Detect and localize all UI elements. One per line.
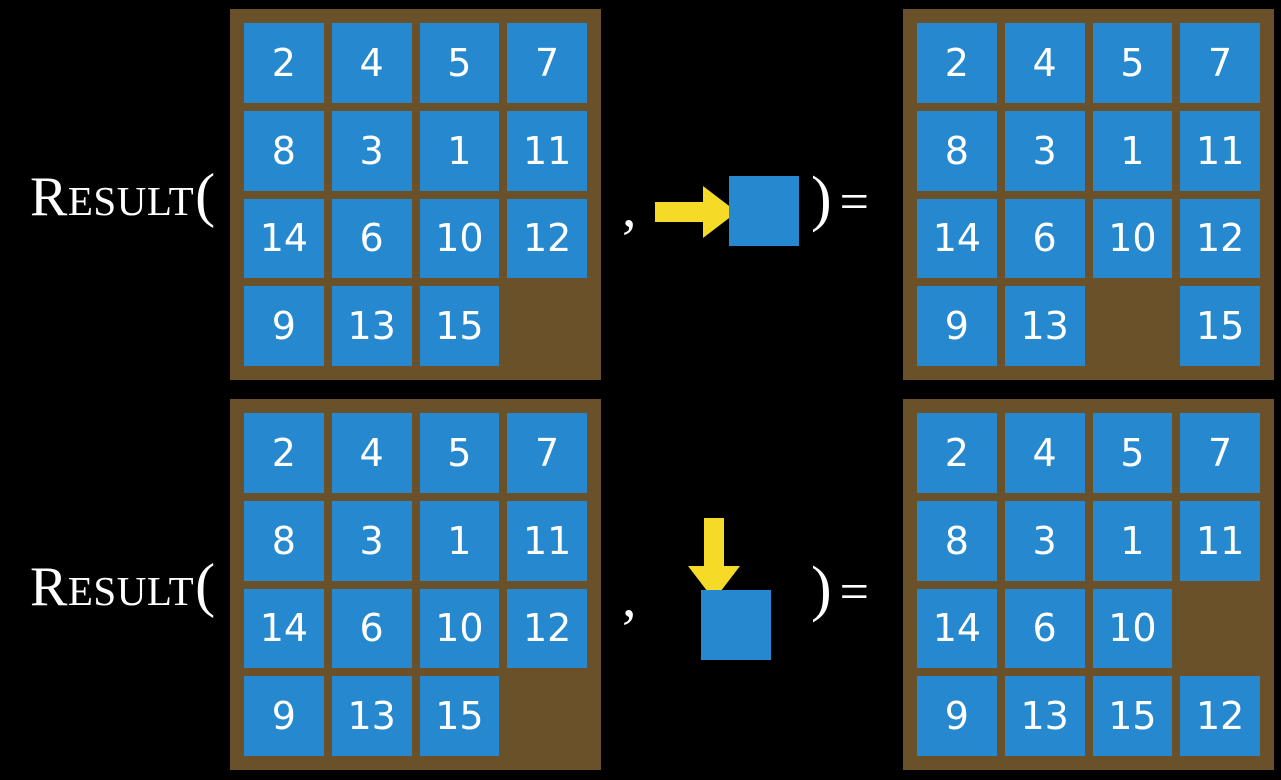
board-cell[interactable]: 14 xyxy=(917,198,997,279)
board-cell[interactable]: 12 xyxy=(507,588,587,669)
board-cell[interactable]: 8 xyxy=(917,110,997,191)
result-label-open-paren: ( xyxy=(195,162,216,228)
equation-down-move: RESULT( 2 4 5 7 8 3 1 11 14 6 10 12 9 13… xyxy=(0,390,1281,780)
argument-separator-comma: , xyxy=(622,174,637,239)
board-cell[interactable]: 7 xyxy=(1180,23,1260,103)
move-direction-tile[interactable] xyxy=(729,176,799,246)
output-board: 2 4 5 7 8 3 1 11 14 6 10 12 9 13 15 xyxy=(903,9,1274,380)
board-cell[interactable]: 2 xyxy=(917,413,997,493)
input-board: 2 4 5 7 8 3 1 11 14 6 10 12 9 13 15 xyxy=(230,399,601,770)
board-cell[interactable]: 1 xyxy=(1092,500,1173,581)
board-cell[interactable]: 11 xyxy=(507,500,587,581)
board-cell-blank[interactable] xyxy=(507,676,587,756)
board-cell-blank[interactable] xyxy=(507,286,587,366)
board-cell[interactable]: 4 xyxy=(1004,23,1085,103)
equation-right-move: RESULT( 2 4 5 7 8 3 1 11 14 6 10 12 9 13… xyxy=(30,0,1274,390)
board-cell[interactable]: 10 xyxy=(419,588,500,669)
board-cell[interactable]: 14 xyxy=(244,588,324,669)
argument-separator-comma: , xyxy=(622,564,637,629)
board-cell[interactable]: 2 xyxy=(244,413,324,493)
board-cell-blank[interactable] xyxy=(1093,286,1173,366)
board-cell[interactable]: 1 xyxy=(1092,110,1173,191)
board-cell[interactable]: 12 xyxy=(507,198,587,279)
board-cell[interactable]: 9 xyxy=(917,676,997,756)
board-cell[interactable]: 13 xyxy=(331,676,412,756)
board-grid: 2 4 5 7 8 3 1 11 14 6 10 12 9 13 15 xyxy=(917,23,1260,366)
board-cell[interactable]: 15 xyxy=(419,676,500,756)
board-cell[interactable]: 7 xyxy=(507,23,587,103)
board-cell[interactable]: 13 xyxy=(331,286,412,366)
board-cell[interactable]: 4 xyxy=(331,23,412,103)
board-grid: 2 4 5 7 8 3 1 11 14 6 10 12 9 13 15 xyxy=(244,413,587,756)
input-board: 2 4 5 7 8 3 1 11 14 6 10 12 9 13 15 xyxy=(230,9,601,380)
arrow-right-icon xyxy=(655,186,737,238)
board-cell[interactable]: 2 xyxy=(917,23,997,103)
equation-closing: )= xyxy=(811,168,869,230)
equals-sign: = xyxy=(839,564,869,621)
board-cell[interactable]: 2 xyxy=(244,23,324,103)
operator-area: , )= xyxy=(600,0,900,390)
board-cell[interactable]: 14 xyxy=(917,588,997,669)
board-cell[interactable]: 12 xyxy=(1180,676,1260,756)
board-cell[interactable]: 10 xyxy=(1092,588,1173,669)
board-cell[interactable]: 7 xyxy=(507,413,587,493)
board-cell[interactable]: 8 xyxy=(244,110,324,191)
result-label-rest: ESULT xyxy=(67,178,195,224)
board-cell[interactable]: 8 xyxy=(244,500,324,581)
board-cell[interactable]: 4 xyxy=(1004,413,1085,493)
board-cell[interactable]: 1 xyxy=(419,500,500,581)
board-cell[interactable]: 6 xyxy=(331,198,412,279)
board-cell[interactable]: 9 xyxy=(244,286,324,366)
board-cell[interactable]: 15 xyxy=(1092,676,1173,756)
board-cell[interactable]: 8 xyxy=(917,500,997,581)
output-board: 2 4 5 7 8 3 1 11 14 6 10 9 13 15 12 xyxy=(903,399,1274,770)
board-cell[interactable]: 3 xyxy=(331,110,412,191)
board-cell[interactable]: 5 xyxy=(419,23,500,103)
board-cell[interactable]: 6 xyxy=(1004,588,1085,669)
board-cell[interactable]: 3 xyxy=(1004,110,1085,191)
board-cell[interactable]: 3 xyxy=(331,500,412,581)
board-cell[interactable]: 13 xyxy=(1004,286,1085,366)
equation-closing: )= xyxy=(811,558,869,620)
board-cell[interactable]: 6 xyxy=(1004,198,1085,279)
result-label-open-paren: ( xyxy=(195,552,216,618)
board-cell[interactable]: 15 xyxy=(419,286,500,366)
operator-area: , )= xyxy=(600,390,900,780)
move-direction-tile[interactable] xyxy=(701,590,771,660)
board-grid: 2 4 5 7 8 3 1 11 14 6 10 9 13 15 12 xyxy=(917,413,1260,756)
board-cell[interactable]: 1 xyxy=(419,110,500,191)
board-cell[interactable]: 12 xyxy=(1180,198,1260,279)
arrow-down-icon xyxy=(688,518,740,600)
board-cell[interactable]: 3 xyxy=(1004,500,1085,581)
board-cell[interactable]: 15 xyxy=(1180,286,1260,366)
board-cell[interactable]: 7 xyxy=(1180,413,1260,493)
close-paren: ) xyxy=(811,555,832,623)
board-cell[interactable]: 9 xyxy=(917,286,997,366)
board-cell[interactable]: 10 xyxy=(1092,198,1173,279)
equals-sign: = xyxy=(839,174,869,231)
result-function-label: RESULT( xyxy=(30,165,216,225)
board-cell[interactable]: 11 xyxy=(1180,110,1260,191)
result-label-rest: ESULT xyxy=(67,568,195,614)
board-cell-blank[interactable] xyxy=(1180,589,1260,669)
board-cell[interactable]: 5 xyxy=(1092,413,1173,493)
board-cell[interactable]: 5 xyxy=(419,413,500,493)
board-cell[interactable]: 10 xyxy=(419,198,500,279)
board-cell[interactable]: 5 xyxy=(1092,23,1173,103)
result-label-initial: R xyxy=(30,166,68,228)
result-label-initial: R xyxy=(30,556,68,618)
board-cell[interactable]: 13 xyxy=(1004,676,1085,756)
board-cell[interactable]: 14 xyxy=(244,198,324,279)
board-cell[interactable]: 6 xyxy=(331,588,412,669)
board-cell[interactable]: 4 xyxy=(331,413,412,493)
board-cell[interactable]: 11 xyxy=(1180,500,1260,581)
board-cell[interactable]: 11 xyxy=(507,110,587,191)
result-function-label: RESULT( xyxy=(30,555,216,615)
board-cell[interactable]: 9 xyxy=(244,676,324,756)
close-paren: ) xyxy=(811,165,832,233)
board-grid: 2 4 5 7 8 3 1 11 14 6 10 12 9 13 15 xyxy=(244,23,587,366)
